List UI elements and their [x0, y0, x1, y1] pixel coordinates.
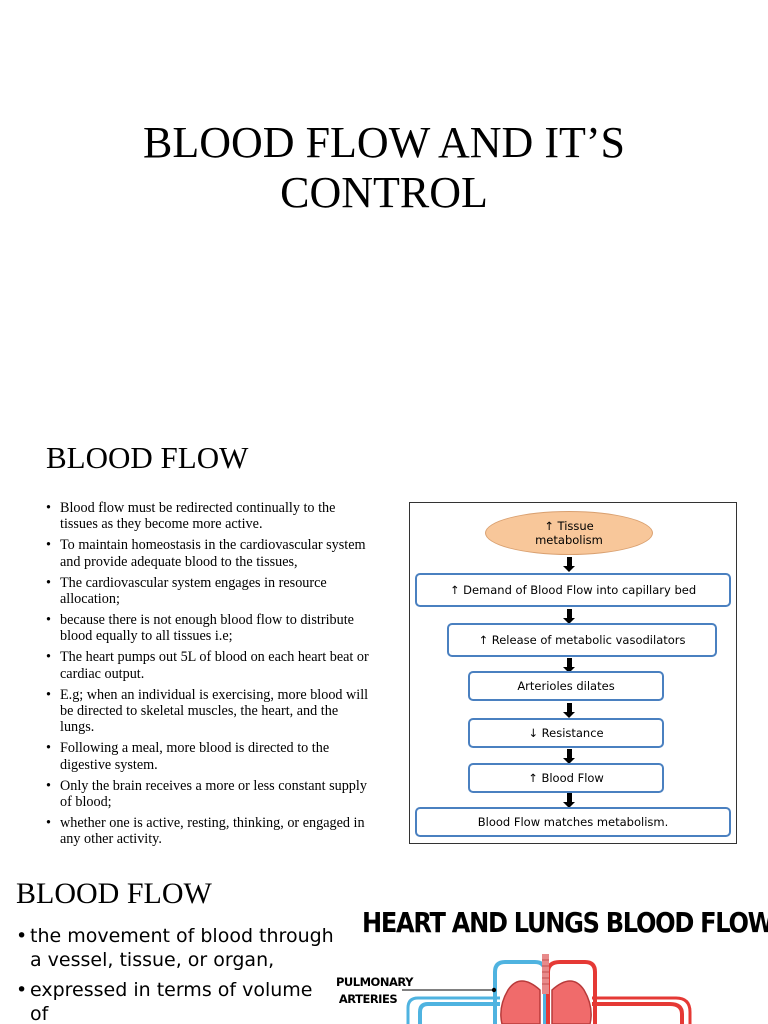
blue-vessel — [418, 1002, 500, 1024]
bullet-item: Following a meal, more blood is directed… — [44, 740, 374, 773]
node-label: ↑ Tissue — [544, 519, 594, 533]
flowchart-diagram: ↑ Tissue metabolism ↑ Demand of Blood Fl… — [409, 502, 737, 844]
flow-step: ↑ Release of metabolic vasodilators — [447, 623, 717, 657]
red-vessel — [592, 1002, 684, 1024]
node-label: metabolism — [535, 533, 603, 547]
blue-vessel — [406, 996, 500, 1024]
bullet-item: because there is not enough blood flow t… — [44, 612, 374, 645]
flow-step: Blood Flow matches metabolism. — [415, 807, 731, 837]
trachea-icon — [542, 954, 549, 994]
bullet-item: The cardiovascular system engages in res… — [44, 575, 374, 608]
bullet-item: expressed in terms of volume of — [16, 978, 336, 1024]
label-line: ARTERIES — [338, 992, 398, 1006]
flow-step: ↑ Blood Flow — [468, 763, 664, 793]
bullet-item: Blood flow must be redirected continuall… — [44, 500, 374, 533]
blood-flow-definition-slide: BLOOD FLOW the movement of blood through… — [0, 862, 768, 1024]
bullet-item: To maintain homeostasis in the cardiovas… — [44, 537, 374, 570]
red-vessel — [592, 996, 692, 1024]
slide-title-line1: BLOOD FLOW AND IT’S — [143, 118, 625, 167]
left-lung-icon — [500, 980, 541, 1024]
label-dot — [491, 987, 497, 993]
flow-step: ↑ Demand of Blood Flow into capillary be… — [415, 573, 731, 607]
blood-flow-slide: BLOOD FLOW Blood flow must be redirected… — [0, 412, 768, 862]
title-slide: BLOOD FLOW AND IT’S CONTROL — [0, 0, 768, 412]
flow-step: Arterioles dilates — [468, 671, 664, 701]
bullet-item: Only the brain receives a more or less c… — [44, 778, 374, 811]
bullet-item: whether one is active, resting, thinking… — [44, 815, 374, 848]
slide-heading: BLOOD FLOW — [46, 440, 249, 475]
bullet-item: E.g; when an individual is exercising, m… — [44, 687, 374, 736]
slide-title: BLOOD FLOW AND IT’S CONTROL — [0, 118, 768, 218]
slide-heading: BLOOD FLOW — [16, 877, 212, 910]
bullet-list: the movement of blood through a vessel, … — [16, 924, 336, 1024]
bullet-item: The heart pumps out 5L of blood on each … — [44, 649, 374, 682]
bullet-list: Blood flow must be redirected continuall… — [44, 500, 374, 852]
right-lung-icon — [551, 980, 592, 1024]
pulmonary-arteries-label: PULMONARY ARTERIES — [336, 974, 413, 1008]
flow-step: ↓ Resistance — [468, 718, 664, 748]
slide-title-line2: CONTROL — [280, 168, 488, 217]
bullet-item: the movement of blood through a vessel, … — [16, 924, 336, 972]
label-line: PULMONARY — [336, 975, 413, 989]
tissue-metabolism-node: ↑ Tissue metabolism — [485, 511, 653, 555]
heart-lungs-illustration — [402, 954, 692, 1024]
